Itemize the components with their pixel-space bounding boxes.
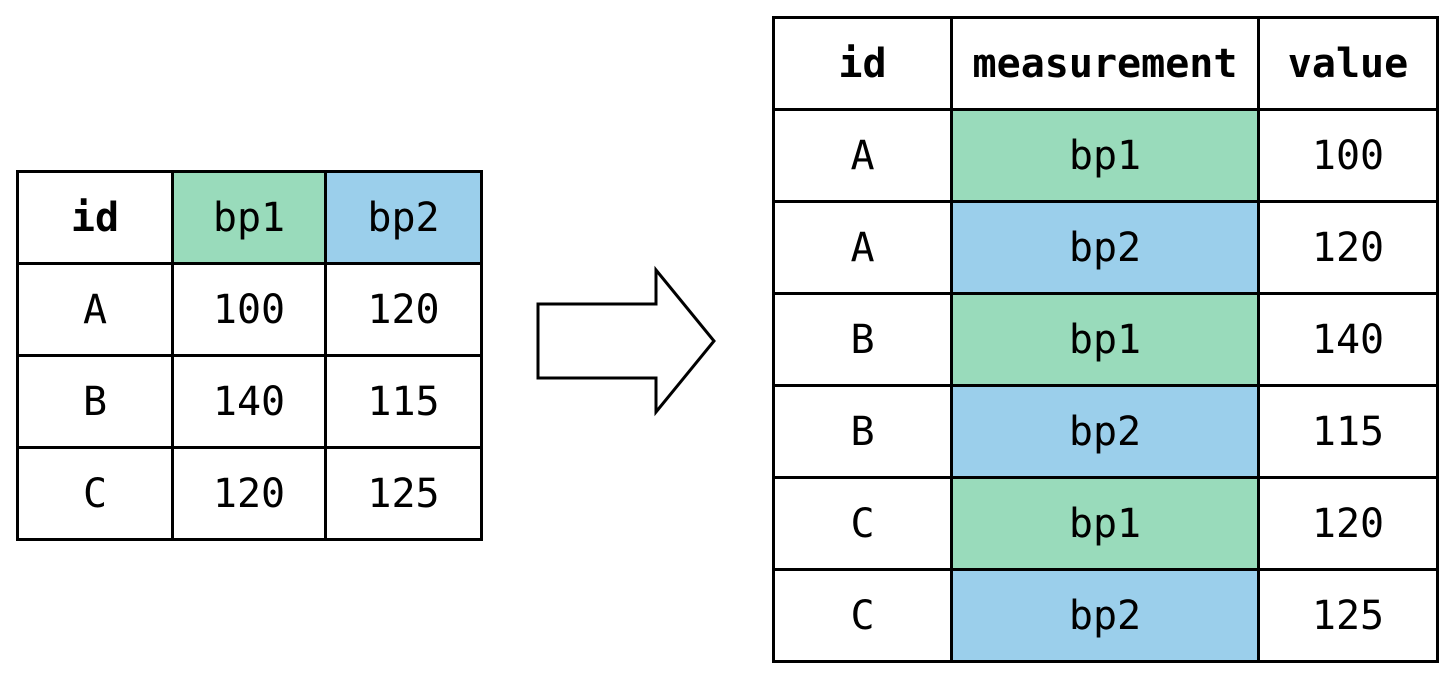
long-cell-id: C [772, 476, 953, 571]
long-header-value: value [1257, 16, 1439, 111]
wide-table: id bp1 bp2 A 100 120 B 140 115 C 120 125 [16, 170, 483, 541]
wide-cell-bp1: 100 [171, 262, 327, 357]
long-cell-id: C [772, 568, 953, 663]
wide-cell-bp1: 120 [171, 446, 327, 541]
right-arrow-icon [536, 265, 716, 417]
long-cell-measurement: bp1 [950, 292, 1260, 387]
table-row: C bp1 120 [772, 476, 1439, 571]
long-cell-value: 100 [1257, 108, 1439, 203]
wide-header-bp2: bp2 [324, 170, 483, 265]
long-cell-id: A [772, 200, 953, 295]
wide-cell-bp2: 115 [324, 354, 483, 449]
long-cell-measurement: bp2 [950, 568, 1260, 663]
wide-cell-id: C [16, 446, 174, 541]
long-cell-value: 125 [1257, 568, 1439, 663]
long-cell-value: 140 [1257, 292, 1439, 387]
long-cell-measurement: bp1 [950, 476, 1260, 571]
wide-cell-bp2: 120 [324, 262, 483, 357]
long-cell-measurement: bp2 [950, 384, 1260, 479]
long-table-header-row: id measurement value [772, 16, 1439, 111]
wide-cell-bp1: 140 [171, 354, 327, 449]
wide-header-id: id [16, 170, 174, 265]
wide-cell-id: B [16, 354, 174, 449]
long-header-measurement: measurement [950, 16, 1260, 111]
long-cell-value: 115 [1257, 384, 1439, 479]
long-header-id: id [772, 16, 953, 111]
wide-cell-bp2: 125 [324, 446, 483, 541]
long-cell-id: B [772, 292, 953, 387]
table-row: C 120 125 [16, 446, 483, 541]
long-cell-value: 120 [1257, 200, 1439, 295]
wide-header-bp1: bp1 [171, 170, 327, 265]
table-row: C bp2 125 [772, 568, 1439, 663]
table-row: B 140 115 [16, 354, 483, 449]
table-row: B bp1 140 [772, 292, 1439, 387]
wide-cell-id: A [16, 262, 174, 357]
long-cell-measurement: bp1 [950, 108, 1260, 203]
long-cell-id: A [772, 108, 953, 203]
table-row: A bp2 120 [772, 200, 1439, 295]
wide-table-header-row: id bp1 bp2 [16, 170, 483, 265]
table-row: A 100 120 [16, 262, 483, 357]
long-table: id measurement value A bp1 100 A bp2 120… [772, 16, 1439, 663]
long-cell-measurement: bp2 [950, 200, 1260, 295]
table-row: A bp1 100 [772, 108, 1439, 203]
table-row: B bp2 115 [772, 384, 1439, 479]
long-cell-id: B [772, 384, 953, 479]
long-cell-value: 120 [1257, 476, 1439, 571]
